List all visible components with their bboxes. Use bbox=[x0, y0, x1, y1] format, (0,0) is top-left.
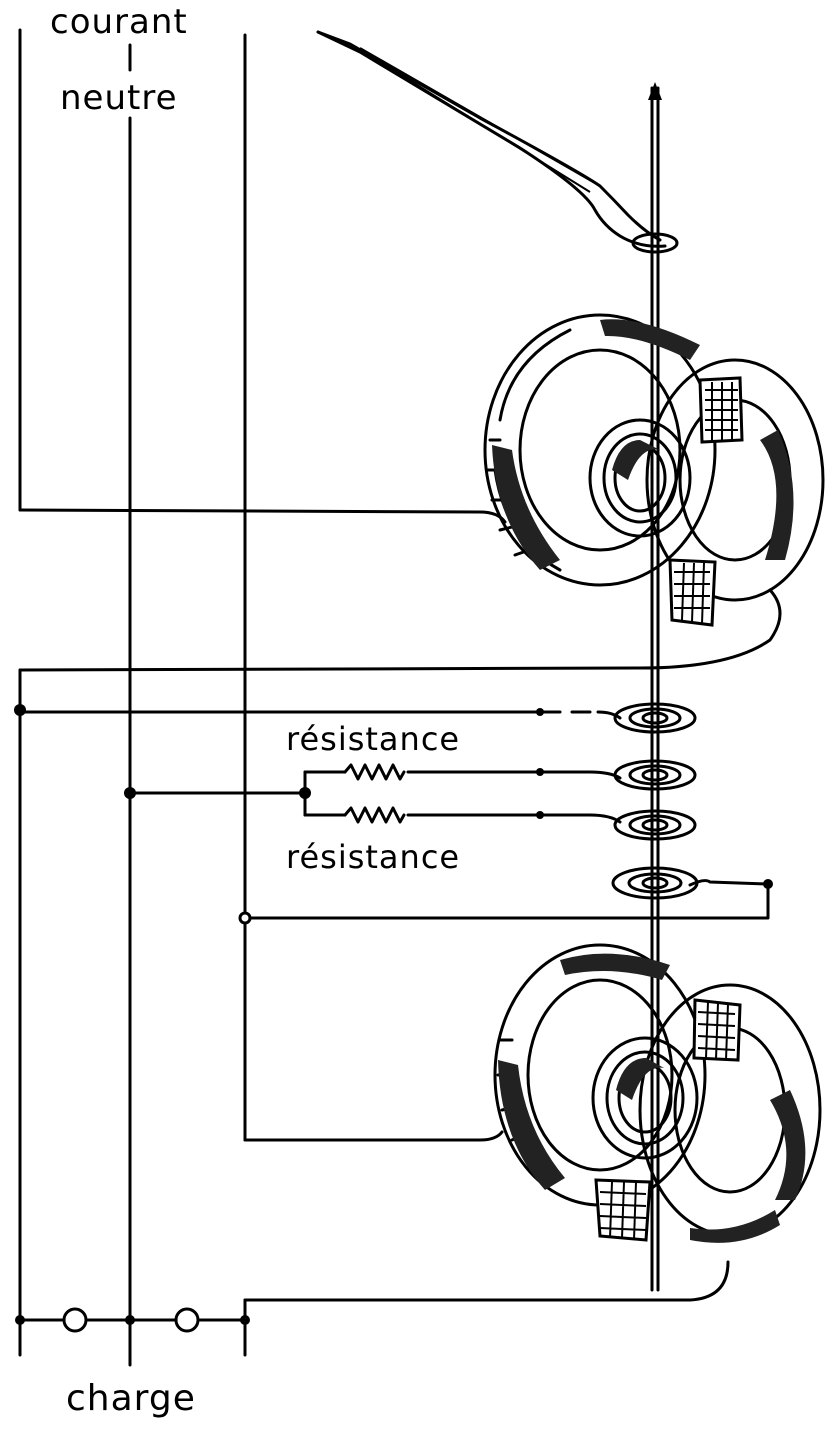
current-label: courant bbox=[50, 2, 188, 42]
junction-dot bbox=[763, 879, 773, 889]
junction-dot bbox=[14, 704, 26, 716]
wire-third-to-bottom-core bbox=[243, 1130, 504, 1142]
shaft bbox=[648, 82, 662, 1292]
junction-dot bbox=[536, 811, 544, 819]
junction-open-dot bbox=[238, 911, 252, 925]
bottom-toroid-core bbox=[493, 943, 822, 1243]
resistor-top-zigzag bbox=[343, 763, 406, 781]
wire-bottom-core-return bbox=[243, 1260, 730, 1302]
junction-dot bbox=[536, 768, 544, 776]
spiral-coils bbox=[611, 702, 699, 900]
junction-dot bbox=[536, 708, 544, 716]
load-terminal bbox=[62, 1307, 88, 1333]
wire-top-core-return bbox=[18, 588, 782, 672]
junction-dot bbox=[240, 1315, 250, 1325]
resistance-label-top: résistance bbox=[286, 720, 461, 758]
resistor-top-lead-right bbox=[406, 770, 622, 780]
bus-lines bbox=[18, 28, 247, 1367]
wire-control-1-dashed bbox=[543, 710, 622, 720]
resistor-bottom-lead-right bbox=[406, 813, 622, 824]
load-terminal bbox=[174, 1307, 200, 1333]
junction-dot bbox=[125, 1315, 135, 1325]
resistor-bottom-zigzag bbox=[343, 806, 406, 824]
top-toroid-core bbox=[483, 313, 825, 627]
wire-current-to-top-core bbox=[18, 508, 507, 524]
junction-dot bbox=[15, 1315, 25, 1325]
wire-lower-loop-to-third-line bbox=[243, 879, 770, 920]
junction-dot bbox=[124, 787, 136, 799]
junction-dot bbox=[299, 787, 311, 799]
needle-icon bbox=[316, 30, 679, 254]
resistance-label-bottom: résistance bbox=[286, 838, 461, 876]
load-label: charge bbox=[66, 1378, 196, 1419]
junctions bbox=[14, 704, 773, 1333]
neutral-label: neutre bbox=[60, 78, 178, 118]
